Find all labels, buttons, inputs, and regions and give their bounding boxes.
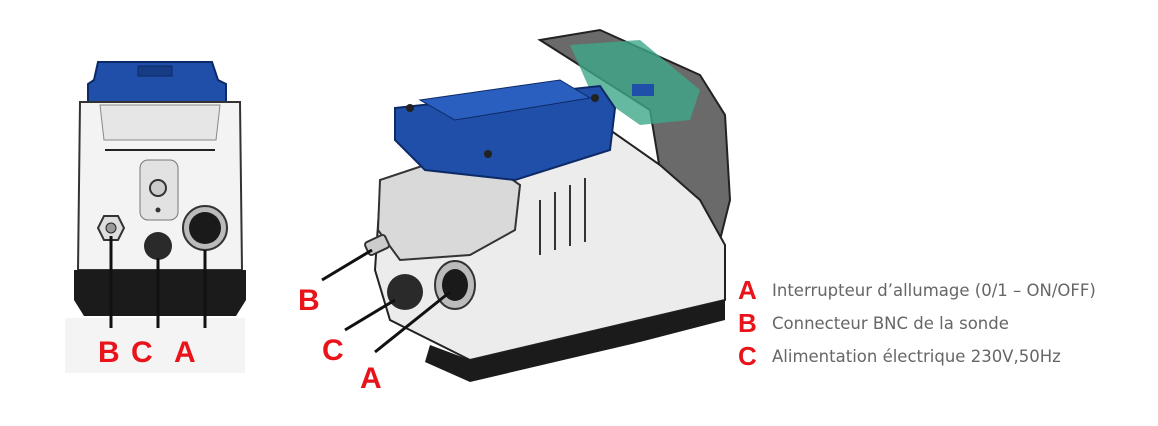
front-label-a: A	[174, 336, 196, 369]
legend-item-b: B Connecteur BNC de la sonde	[738, 307, 1096, 340]
switch-a	[189, 212, 221, 244]
legend-letter: A	[738, 275, 757, 305]
iso-label-c: C	[322, 334, 344, 367]
front-label-c: C	[131, 336, 153, 369]
legend-letter: B	[738, 308, 757, 338]
legend-letter: C	[738, 341, 757, 371]
display-window	[570, 40, 700, 125]
legend: A Interrupteur d’allumage (0/1 – ON/OFF)…	[738, 274, 1096, 373]
iso-label-a: A	[360, 362, 382, 395]
base	[74, 270, 246, 316]
legend-text: Alimentation électrique 230V,50Hz	[772, 347, 1061, 366]
iso-label-b: B	[298, 284, 320, 317]
legend-text: Connecteur BNC de la sonde	[772, 314, 1009, 333]
iso-view: B C A	[298, 28, 732, 395]
power-connector-c	[144, 232, 172, 260]
front-view: B C A	[65, 61, 246, 373]
legend-text: Interrupteur d’allumage (0/1 – ON/OFF)	[772, 281, 1096, 300]
legend-item-a: A Interrupteur d’allumage (0/1 – ON/OFF)	[738, 274, 1096, 307]
power-connector-c	[387, 274, 423, 310]
front-label-b: B	[98, 336, 120, 369]
legend-item-c: C Alimentation électrique 230V,50Hz	[738, 340, 1096, 373]
base	[425, 300, 725, 382]
